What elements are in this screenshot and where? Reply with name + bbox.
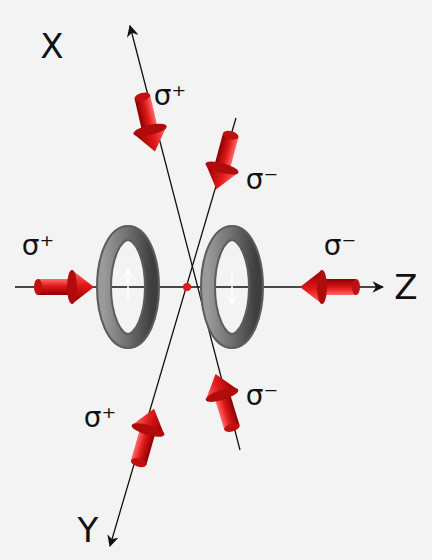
atom-cloud (183, 283, 191, 291)
polarization-label: σ⁻ (246, 382, 279, 410)
polarization-label: σ⁺ (84, 404, 117, 432)
axis-label: Z (394, 270, 417, 304)
coil (104, 233, 152, 341)
laser-beam (199, 369, 249, 436)
coil (208, 233, 256, 341)
polarization-label: σ⁺ (22, 232, 55, 260)
polarization-label: σ⁺ (154, 82, 187, 110)
axis-label: Y (78, 513, 99, 547)
laser-beam (200, 127, 248, 194)
axis-label: X (40, 29, 63, 63)
laser-beam (300, 270, 360, 304)
polarization-label: σ⁻ (246, 166, 279, 194)
polarization-label: σ⁻ (324, 232, 357, 260)
axes (15, 26, 383, 546)
laser-beam (121, 404, 170, 471)
laser-beam (34, 270, 94, 304)
